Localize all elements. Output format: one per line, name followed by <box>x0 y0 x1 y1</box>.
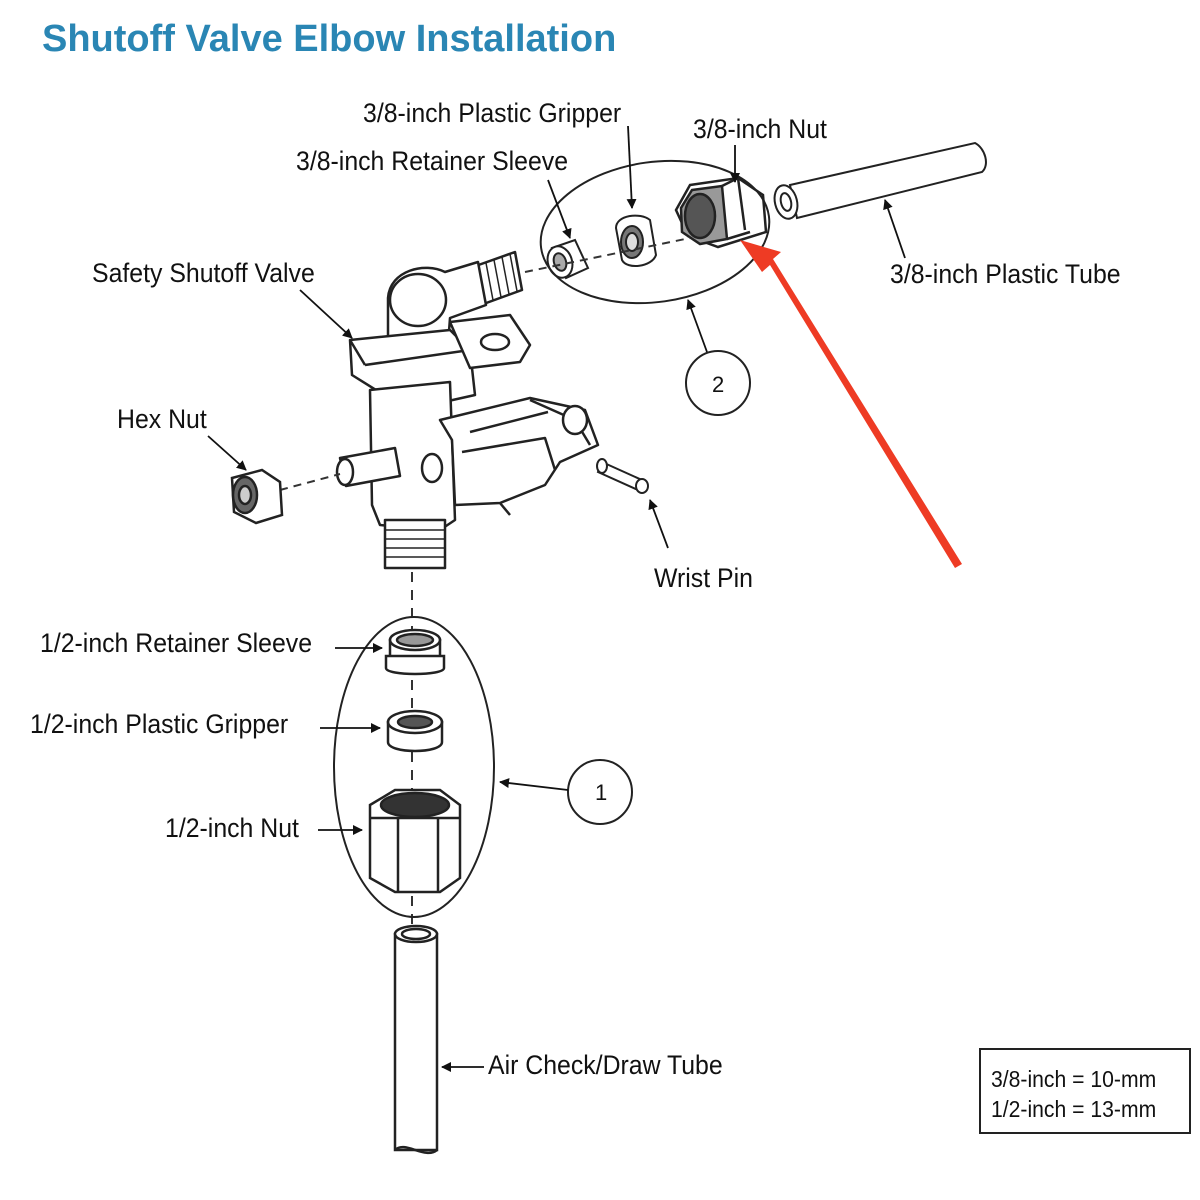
highlight-arrow <box>740 240 962 568</box>
nut-38 <box>674 176 768 249</box>
retainer-sleeve-12 <box>384 628 446 676</box>
group-ellipse-1 <box>333 616 495 918</box>
callout-circle-2 <box>685 350 751 416</box>
nut-12 <box>368 788 462 894</box>
label-nut-38: 3/8-inch Nut <box>693 114 827 144</box>
safety-shutoff-valve <box>335 250 600 570</box>
label-hex-nut: Hex Nut <box>117 404 207 434</box>
label-air-check-draw-tube: Air Check/Draw Tube <box>488 1050 723 1080</box>
conversion-line-12: 1/2-inch = 13-mm <box>991 1096 1157 1122</box>
plastic-gripper-12 <box>386 709 444 753</box>
conversion-box: 3/8-inch = 10-mm 1/2-inch = 13-mm <box>979 1048 1191 1134</box>
wrist-pin <box>596 458 649 494</box>
air-check-draw-tube <box>393 924 439 1155</box>
label-nut-12: 1/2-inch Nut <box>165 813 299 843</box>
callout-number-2: 2 <box>712 372 725 397</box>
conversion-line-38: 3/8-inch = 10-mm <box>991 1066 1157 1092</box>
label-plastic-tube-38: 3/8-inch Plastic Tube <box>890 259 1121 289</box>
label-wrist-pin: Wrist Pin <box>654 563 753 593</box>
callout-circle-1 <box>567 759 633 825</box>
label-plastic-gripper-38: 3/8-inch Plastic Gripper <box>363 98 622 128</box>
hex-nut <box>230 468 284 525</box>
label-safety-shutoff-valve: Safety Shutoff Valve <box>92 258 315 288</box>
plastic-tube-38 <box>773 141 987 220</box>
callout-number-1: 1 <box>595 780 608 805</box>
leader-lines <box>207 125 906 1072</box>
group-ellipse-2 <box>539 159 771 305</box>
label-plastic-gripper-12: 1/2-inch Plastic Gripper <box>30 709 289 739</box>
label-retainer-sleeve-38: 3/8-inch Retainer Sleeve <box>296 146 569 176</box>
label-retainer-sleeve-12: 1/2-inch Retainer Sleeve <box>40 628 313 658</box>
page-title: Shutoff Valve Elbow Installation <box>42 18 617 60</box>
plastic-gripper-38 <box>614 214 658 267</box>
